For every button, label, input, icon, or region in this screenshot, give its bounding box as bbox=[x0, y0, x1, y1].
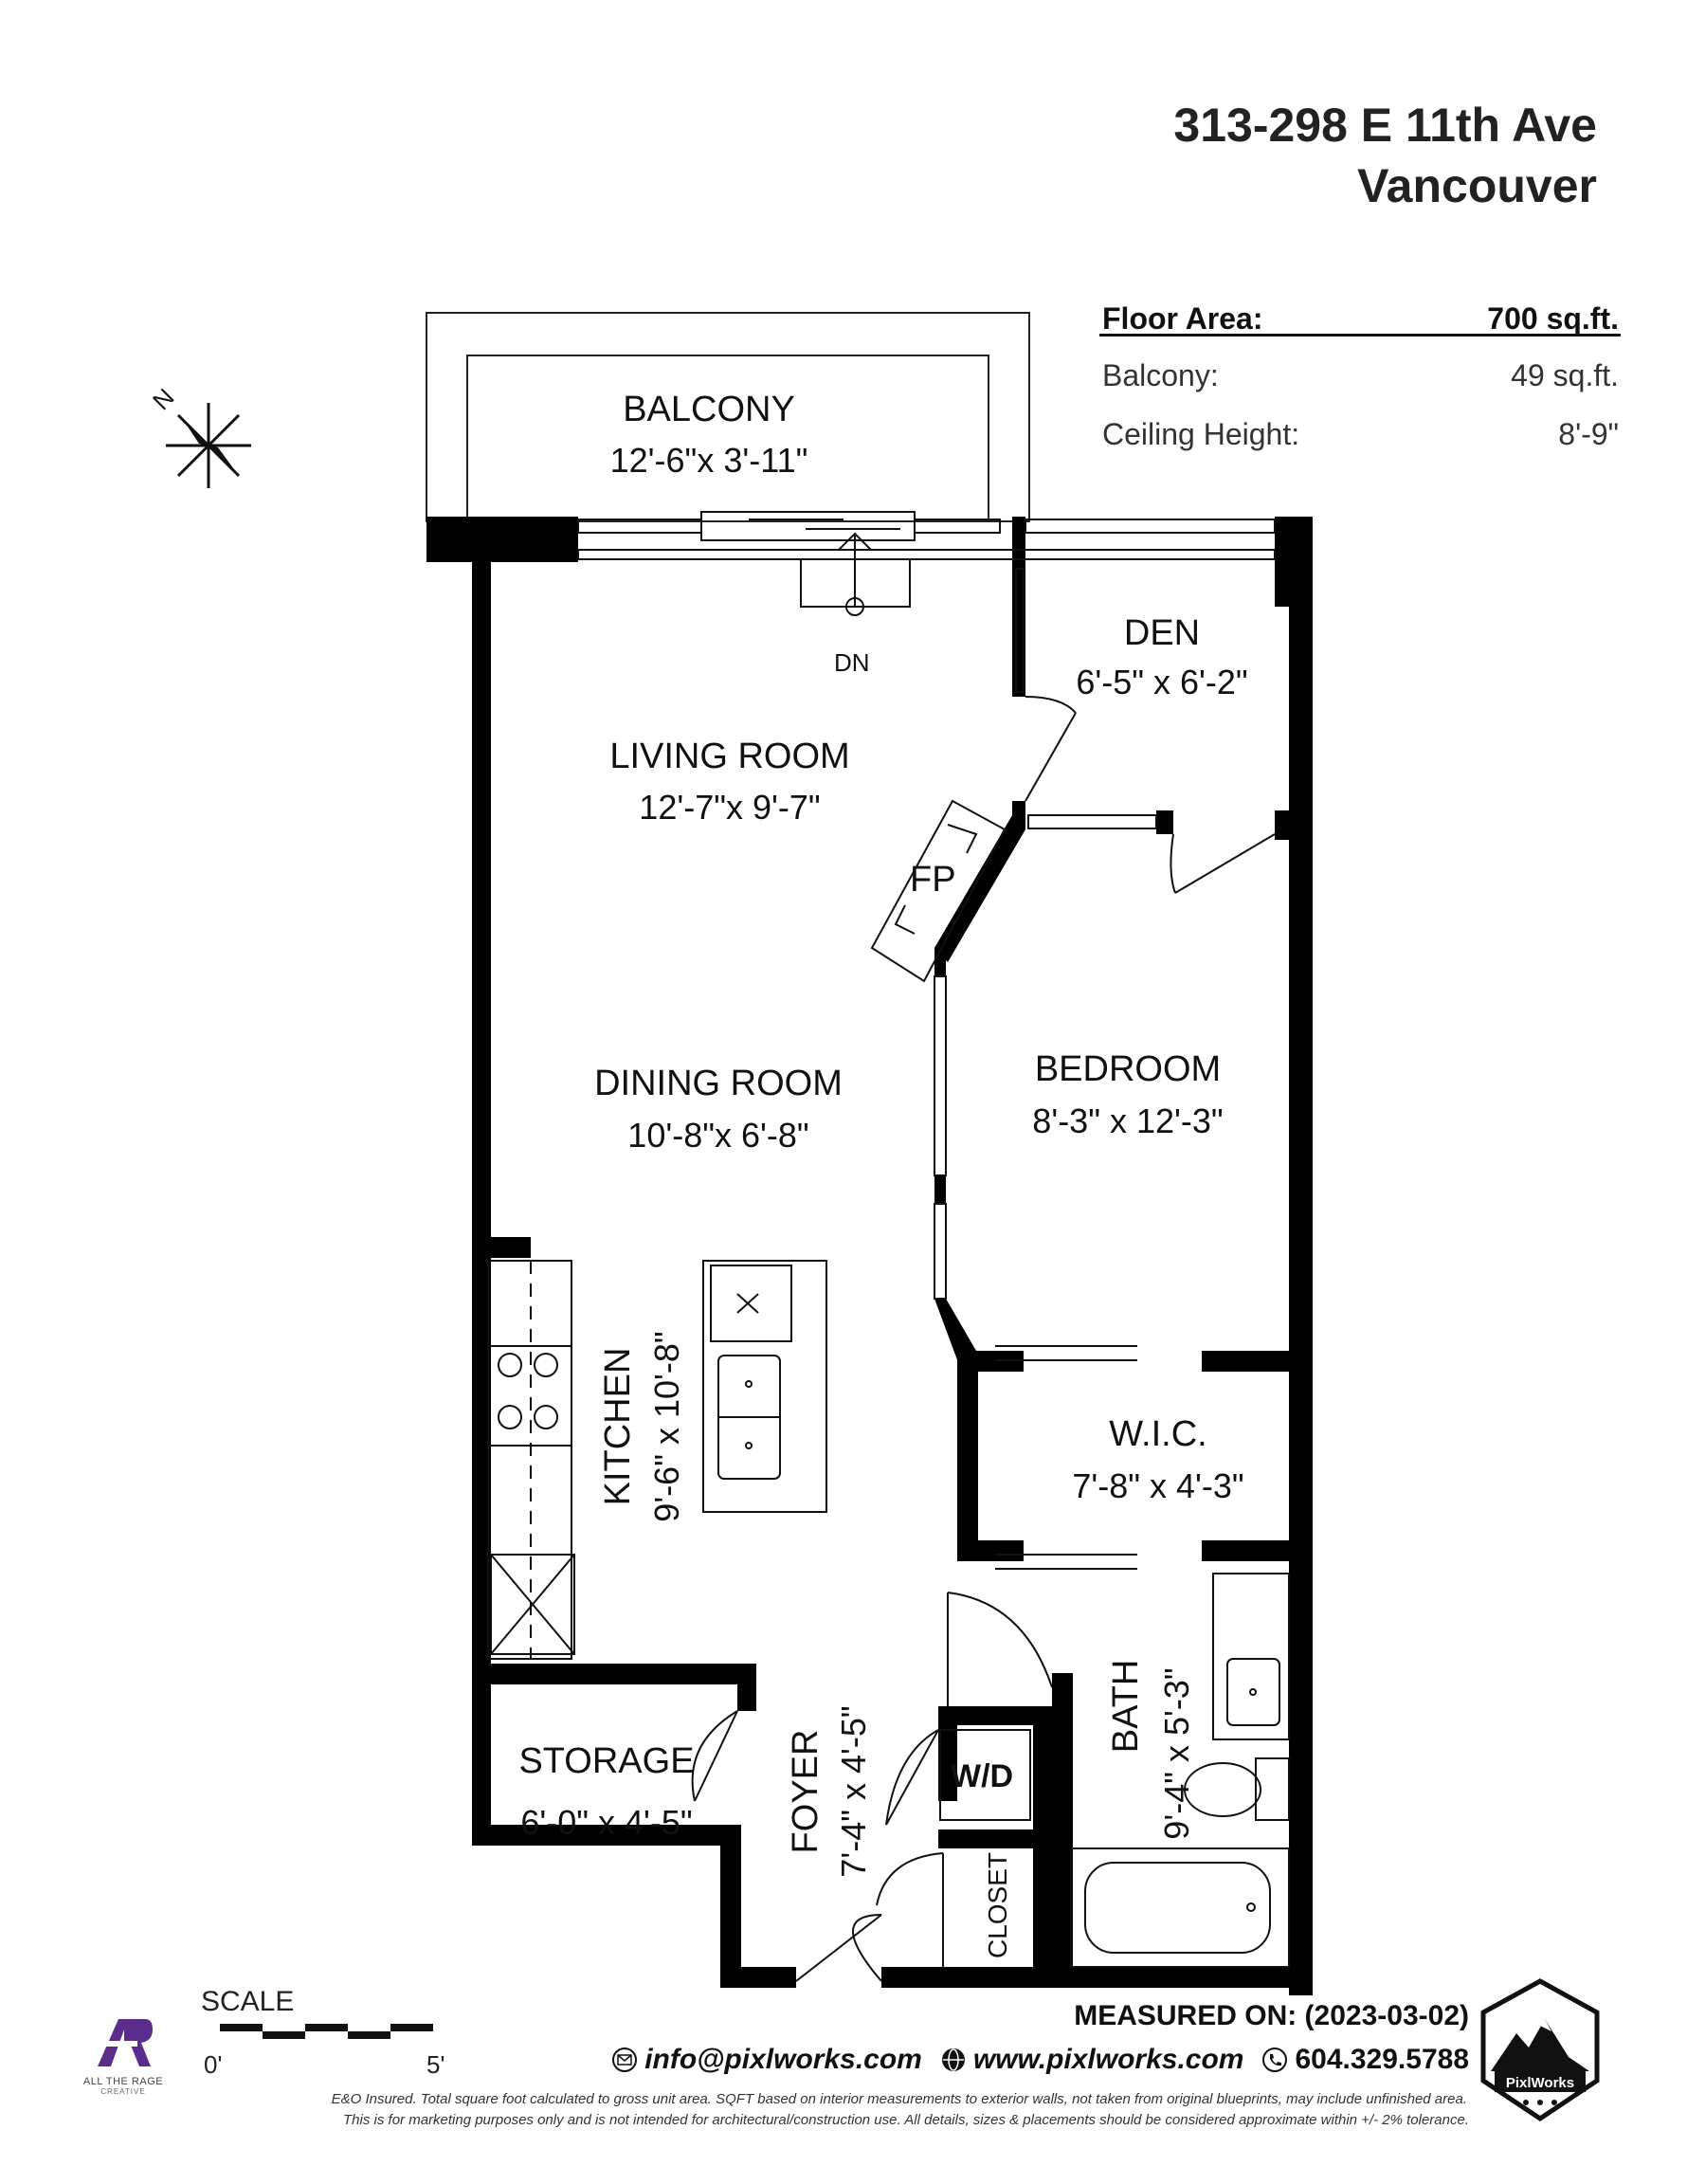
left-logo: ALL THE RAGE CREATIVE bbox=[66, 2014, 180, 2096]
foyer-name: FOYER bbox=[786, 1730, 825, 1854]
dining-room-name: DINING ROOM bbox=[594, 1064, 843, 1103]
bath-dims: 9'-4" x 5'-3" bbox=[1157, 1667, 1196, 1839]
living-room-name: LIVING ROOM bbox=[609, 737, 849, 776]
measured-date: MEASURED ON: (2023-03-02) bbox=[1074, 2000, 1469, 2031]
disclaimer-line1: E&O Insured. Total square foot calculate… bbox=[331, 2091, 1467, 2107]
kitchen-island bbox=[702, 1260, 827, 1513]
address-line1: 313-298 E 11th Ave bbox=[1173, 99, 1597, 152]
ceiling-height-row: Ceiling Height: 8'-9" bbox=[1102, 417, 1619, 464]
bedroom-dims: 8'-3" x 12'-3" bbox=[1032, 1101, 1223, 1140]
scale-bar bbox=[220, 2024, 433, 2039]
info-divider bbox=[1099, 334, 1621, 337]
balcony-area-label: Balcony: bbox=[1102, 358, 1219, 392]
email-contact[interactable]: info@pixlworks.com bbox=[612, 2044, 922, 2076]
balcony-area-row: Balcony: 49 sq.ft. bbox=[1102, 358, 1619, 406]
pixlworks-logo-icon: PixlWorks bbox=[1480, 1978, 1600, 2122]
bath-door bbox=[947, 1592, 1053, 1706]
pixlworks-logo-text: PixlWorks bbox=[1506, 2075, 1574, 2091]
fridge bbox=[490, 1554, 575, 1655]
wic-shelves bbox=[995, 1345, 1137, 1570]
storage-dims: 6'-0" x 4'-5" bbox=[520, 1803, 692, 1842]
wd-door bbox=[885, 1729, 939, 1826]
scale-label: SCALE bbox=[201, 1986, 295, 2017]
foyer-dims: 7'-4" x 4'-5" bbox=[834, 1705, 873, 1877]
address-line2: Vancouver bbox=[1357, 159, 1597, 212]
rage-logo-icon bbox=[98, 2019, 153, 2066]
den-dims: 6'-5" x 6'-2" bbox=[1076, 663, 1247, 701]
bath-vanity bbox=[1212, 1573, 1290, 1740]
closet-door bbox=[876, 1852, 944, 1967]
left-logo-sub: CREATIVE bbox=[100, 2087, 146, 2096]
compass-rose-icon: N bbox=[152, 389, 251, 488]
kitchen-counter bbox=[487, 1260, 575, 1660]
ceiling-height-label: Ceiling Height: bbox=[1102, 417, 1300, 451]
balcony-slider bbox=[700, 511, 916, 616]
email-text: info@pixlworks.com bbox=[644, 2044, 922, 2075]
fireplace-label: FP bbox=[910, 860, 956, 900]
phone-icon bbox=[1262, 2048, 1288, 2072]
entry-door bbox=[795, 1914, 882, 1982]
windows bbox=[577, 519, 1276, 1300]
closet-name: CLOSET bbox=[983, 1852, 1012, 1958]
floor-area-row: Floor Area: 700 sq.ft. bbox=[1102, 301, 1619, 349]
kitchen-dims: 9'-6" x 10'-8" bbox=[647, 1331, 686, 1521]
storage-door bbox=[691, 1710, 738, 1802]
bath-name: BATH bbox=[1106, 1660, 1146, 1754]
disclaimer-line2: This is for marketing purposes only and … bbox=[343, 2112, 1469, 2128]
address-title: 313-298 E 11th Ave Vancouver bbox=[1173, 95, 1597, 216]
den-door bbox=[1025, 696, 1077, 802]
contact-row: info@pixlworks.com www.pixlworks.com 604… bbox=[612, 2044, 1469, 2076]
dining-room-dims: 10'-8"x 6'-8" bbox=[627, 1116, 808, 1155]
web-text: www.pixlworks.com bbox=[972, 2044, 1244, 2075]
exterior-walls bbox=[426, 517, 1313, 1995]
wd-label: W/D bbox=[951, 1758, 1013, 1794]
toilet bbox=[1184, 1757, 1290, 1821]
living-room-dims: 12'-7"x 9'-7" bbox=[639, 788, 820, 827]
cooktop-burners bbox=[498, 1353, 558, 1429]
balcony-name: BALCONY bbox=[623, 390, 795, 429]
phone-text: 604.329.5788 bbox=[1295, 2044, 1469, 2075]
left-logo-brand: ALL THE RAGE bbox=[82, 2076, 164, 2087]
bedroom-name: BEDROOM bbox=[1035, 1049, 1221, 1089]
storage-name: STORAGE bbox=[518, 1741, 694, 1781]
scale-end: 5' bbox=[426, 2050, 445, 2079]
wic-dims: 7'-8" x 4'-3" bbox=[1072, 1466, 1243, 1505]
floor-area-value: 700 sq.ft. bbox=[1487, 301, 1619, 336]
washer-dryer bbox=[939, 1729, 1031, 1821]
phone-contact[interactable]: 604.329.5788 bbox=[1262, 2044, 1469, 2076]
ceiling-height-value: 8'-9" bbox=[1558, 417, 1619, 451]
scale-start: 0' bbox=[204, 2050, 223, 2079]
balcony-dims: 12'-6"x 3'-11" bbox=[610, 441, 808, 480]
stairs-label: DN bbox=[834, 648, 870, 677]
kitchen-name: KITCHEN bbox=[598, 1348, 638, 1506]
wic-name: W.I.C. bbox=[1109, 1414, 1206, 1454]
globe-icon bbox=[941, 2048, 965, 2071]
web-contact[interactable]: www.pixlworks.com bbox=[941, 2044, 1244, 2076]
fireplace bbox=[870, 799, 1007, 983]
email-icon bbox=[612, 2048, 638, 2072]
den-name: DEN bbox=[1124, 613, 1200, 653]
bedroom-door bbox=[1170, 833, 1276, 894]
balcony-outline bbox=[426, 312, 1030, 522]
balcony-area-value: 49 sq.ft. bbox=[1511, 358, 1619, 392]
bathtub bbox=[1070, 1847, 1290, 1968]
floor-area-label: Floor Area: bbox=[1102, 301, 1263, 336]
